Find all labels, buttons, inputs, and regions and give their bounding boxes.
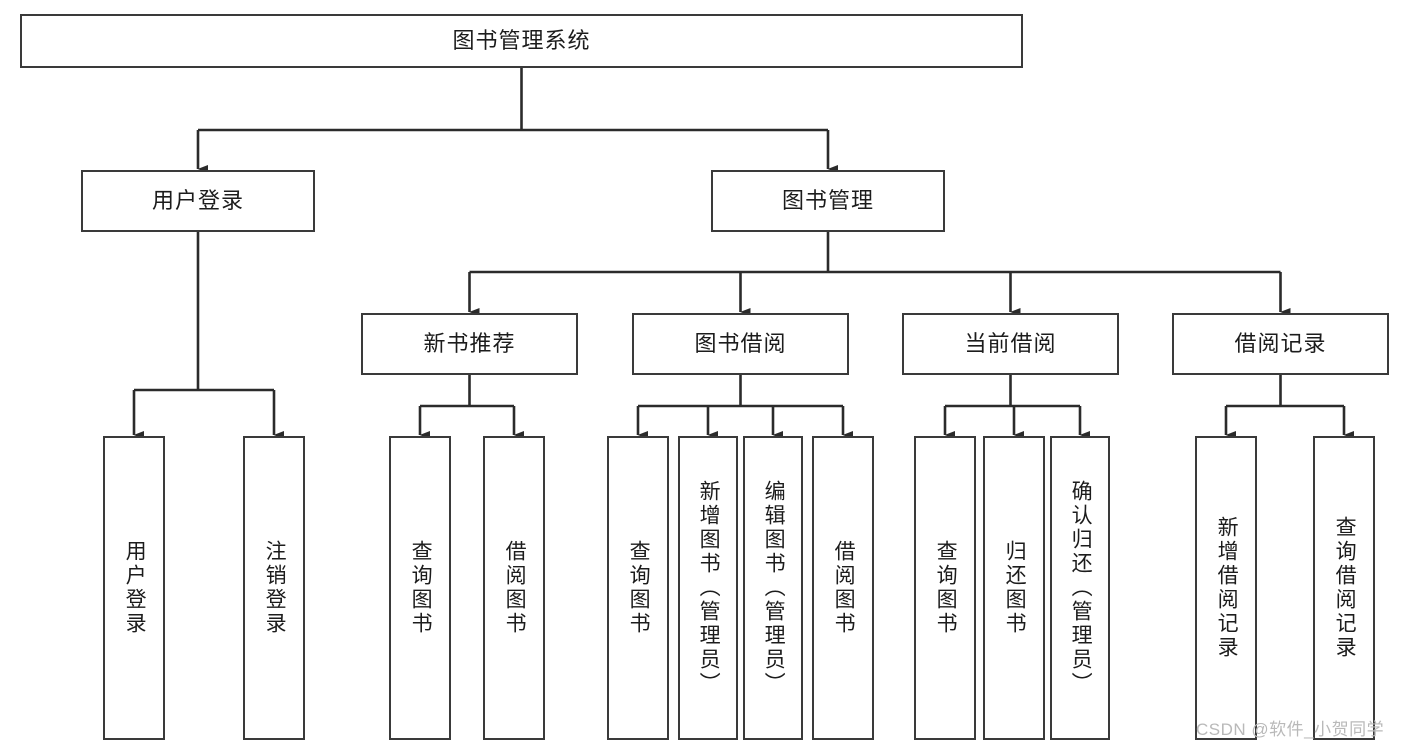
node-book-manage[interactable]: 图书管理 bbox=[711, 170, 945, 232]
node-label: 归还图书 bbox=[1003, 540, 1027, 636]
node-label: 查询借阅记录 bbox=[1333, 516, 1357, 660]
node-label: 用户登录 bbox=[151, 187, 244, 213]
node-label: 注销登录 bbox=[263, 540, 287, 636]
node-label: 编辑图书（管理员） bbox=[762, 480, 786, 696]
node-label: 图书管理系统 bbox=[452, 27, 591, 53]
node-label: 借阅图书 bbox=[832, 540, 856, 636]
node-label: 新增图书（管理员） bbox=[697, 480, 721, 696]
node-leaf-edit-book-admin[interactable]: 编辑图书（管理员） bbox=[743, 436, 803, 740]
node-label: 当前借阅 bbox=[964, 330, 1057, 356]
node-leaf-user-logout[interactable]: 注销登录 bbox=[243, 436, 305, 740]
node-leaf-query-borrow-record[interactable]: 查询借阅记录 bbox=[1313, 436, 1375, 740]
node-leaf-query-book-rec[interactable]: 查询图书 bbox=[389, 436, 451, 740]
node-leaf-query-book-bor[interactable]: 查询图书 bbox=[607, 436, 669, 740]
watermark-text: CSDN @软件_小贺同学 bbox=[1196, 720, 1385, 739]
node-leaf-confirm-return[interactable]: 确认归还（管理员） bbox=[1050, 436, 1110, 740]
node-label: 查询图书 bbox=[934, 540, 958, 636]
node-current-borrow[interactable]: 当前借阅 bbox=[902, 313, 1119, 375]
node-label: 图书借阅 bbox=[694, 330, 787, 356]
node-leaf-user-login[interactable]: 用户登录 bbox=[103, 436, 165, 740]
node-label: 查询图书 bbox=[627, 540, 651, 636]
node-label: 图书管理 bbox=[781, 187, 874, 213]
node-new-book-recommend[interactable]: 新书推荐 bbox=[361, 313, 578, 375]
node-label: 借阅图书 bbox=[503, 540, 527, 636]
node-leaf-add-borrow-record[interactable]: 新增借阅记录 bbox=[1195, 436, 1257, 740]
node-label: 确认归还（管理员） bbox=[1069, 480, 1093, 696]
node-user-login[interactable]: 用户登录 bbox=[81, 170, 315, 232]
node-leaf-return-book[interactable]: 归还图书 bbox=[983, 436, 1045, 740]
node-leaf-add-book-admin[interactable]: 新增图书（管理员） bbox=[678, 436, 738, 740]
node-label: 借阅记录 bbox=[1234, 330, 1327, 356]
node-label: 查询图书 bbox=[409, 540, 433, 636]
node-leaf-borrow-book-bor[interactable]: 借阅图书 bbox=[812, 436, 874, 740]
node-book-borrow[interactable]: 图书借阅 bbox=[632, 313, 849, 375]
node-label: 新增借阅记录 bbox=[1215, 516, 1239, 660]
node-label: 用户登录 bbox=[123, 540, 147, 636]
node-label: 新书推荐 bbox=[423, 330, 516, 356]
node-borrow-record[interactable]: 借阅记录 bbox=[1172, 313, 1389, 375]
node-leaf-borrow-book-rec[interactable]: 借阅图书 bbox=[483, 436, 545, 740]
node-leaf-query-book-cur[interactable]: 查询图书 bbox=[914, 436, 976, 740]
node-root[interactable]: 图书管理系统 bbox=[20, 14, 1023, 68]
